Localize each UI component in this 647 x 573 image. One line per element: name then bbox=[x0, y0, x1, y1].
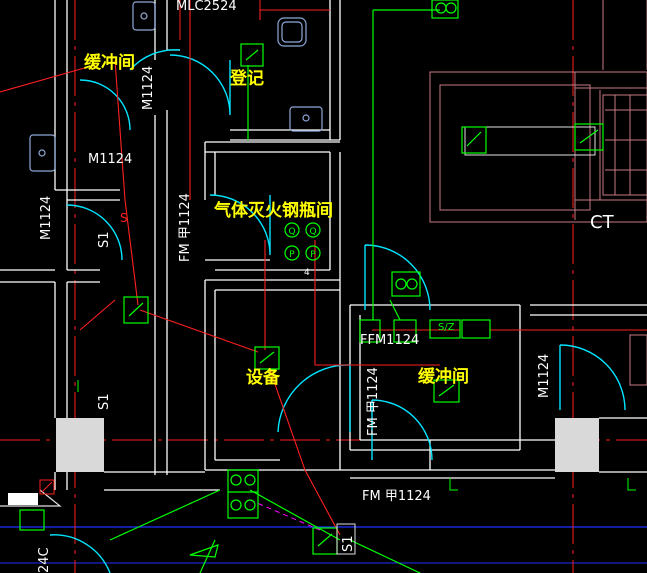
bottom-left-code: 24C bbox=[37, 547, 52, 573]
walls bbox=[0, 0, 647, 491]
door-label-m1124-b: M1124 bbox=[88, 152, 132, 167]
sink-icon bbox=[289, 106, 323, 132]
wiring bbox=[0, 0, 647, 536]
door-label-m1124-d: M1124 bbox=[537, 354, 552, 398]
grid-label-s1-bottom: S1 bbox=[341, 535, 356, 552]
switch-icon bbox=[123, 296, 149, 324]
column-right bbox=[555, 418, 599, 472]
fire-alarm-icon bbox=[391, 271, 421, 297]
switch-icon bbox=[240, 43, 264, 67]
gas-cylinder-icon: P bbox=[284, 245, 300, 261]
fire-alarm-icon bbox=[227, 469, 259, 519]
fire-alarm-icon bbox=[431, 0, 459, 19]
switch-icon bbox=[461, 126, 487, 154]
axis-ticks bbox=[77, 380, 636, 491]
sink-icon bbox=[132, 1, 156, 31]
chair-icon bbox=[629, 334, 647, 386]
devices bbox=[8, 0, 604, 558]
ct-scanner-icon bbox=[429, 0, 647, 223]
door-label-fm-bottom: FM 甲1124 bbox=[362, 489, 431, 504]
gas-cylinder-group: Q Q P P 4 bbox=[284, 222, 321, 278]
door-m1124-a-swing bbox=[79, 79, 131, 131]
grid-label-s1-mid: S1 bbox=[97, 393, 112, 410]
room-label-equipment: 设备 bbox=[246, 367, 281, 388]
gas-cylinder-icon: Q bbox=[284, 222, 300, 238]
svg-text:Q: Q bbox=[288, 227, 295, 237]
room-label-register: 登记 bbox=[229, 68, 264, 89]
door-label-m1124-c: M1124 bbox=[39, 196, 54, 240]
chair-icon bbox=[277, 17, 307, 47]
svg-text:P: P bbox=[289, 250, 295, 260]
device-wiring bbox=[0, 9, 440, 573]
switch-label-sz: S/Z bbox=[438, 322, 455, 333]
room-label-gas-cylinder: 气体灭火钢瓶间 bbox=[213, 200, 333, 221]
door-label-fm-vertical: FM 甲1124 bbox=[178, 193, 193, 262]
door-swings bbox=[49, 49, 626, 573]
switch-icon bbox=[574, 123, 604, 151]
room-label-ct: CT bbox=[590, 212, 615, 233]
room-label-buffer-2: 缓冲间 bbox=[418, 366, 469, 387]
door-label-fm-small: FM 甲1124 bbox=[366, 367, 381, 436]
sink-icon bbox=[29, 134, 56, 172]
door-label-m1124-a: M1124 bbox=[141, 66, 156, 110]
room-label-buffer-1: 缓冲间 bbox=[84, 52, 135, 73]
gas-cylinder-icon: Q bbox=[305, 222, 321, 238]
switch-icon bbox=[433, 379, 460, 403]
switch-icon bbox=[254, 346, 280, 370]
grid-label-s1-left: S1 bbox=[97, 231, 112, 248]
switch-label-s: S bbox=[120, 211, 128, 225]
gas-cylinder-icon: P bbox=[305, 245, 321, 261]
fixtures bbox=[29, 1, 647, 386]
svg-text:Q: Q bbox=[309, 227, 316, 237]
door-label-ffm: FFM1124 bbox=[360, 333, 419, 348]
cylinder-count: 4 bbox=[304, 268, 310, 278]
svg-text:P: P bbox=[310, 250, 316, 260]
column-left bbox=[56, 418, 104, 472]
door-label-mlc: MLC2524 bbox=[176, 0, 237, 14]
